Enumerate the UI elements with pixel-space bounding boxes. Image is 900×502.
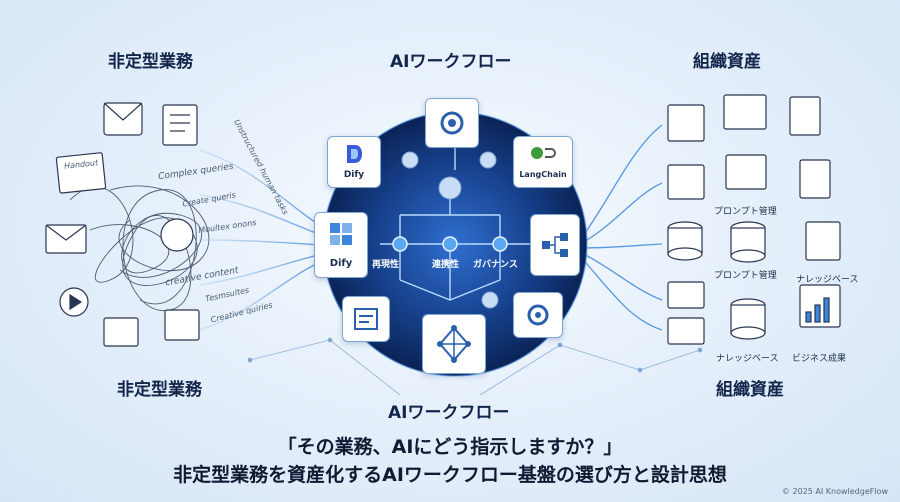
flowchart-card [530,214,580,276]
langchain-card: LangChain [513,136,573,188]
gear-card-bottom [513,292,563,338]
label-prompt-mgmt-2: プロンプト管理 [714,271,777,281]
langchain-label: LangChain [519,170,567,179]
label-collaboration: 連携性 [432,260,460,270]
dify-card-left: Dify [314,212,368,278]
form-icon [725,154,767,190]
dify-label-left: Dify [329,258,353,269]
question-icon [160,218,194,252]
dify-logo-icon [347,145,362,163]
knowledge-icon [805,221,841,261]
chaos-scribble [69,185,210,311]
document-icon [162,104,198,146]
flowchart-icon [542,233,568,257]
gear-bottom-icon [527,304,549,326]
settings-gear-icon [440,111,464,135]
note-icon [55,152,107,194]
label-business: ビジネス成果 [792,354,847,364]
report-icon [799,159,831,199]
label-knowledge-1: ナレッジベース [796,275,859,285]
file-icon [789,96,821,136]
image-icon [164,309,200,341]
flow-nodes [392,236,508,252]
label-reproducibility: 再現性 [372,260,400,270]
table-icon [667,104,705,142]
label-knowledge-2: ナレッジベース [716,354,779,364]
heading-workflow-top: AIワークフロー [390,52,512,72]
copyright: © 2025 AI KnowledgeFlow [781,487,888,496]
heading-assets-bottom: 組織資産 [716,380,784,400]
heading-workflow-bottom: AIワークフロー [388,403,510,423]
gear-icon [401,151,499,309]
cube-icon [330,223,352,245]
langchain-logo-icon [531,147,556,159]
process-icon [354,308,378,330]
dify-card-top: Dify [327,136,381,188]
list-icon [667,164,705,200]
right-flow-lines [579,124,663,331]
spreadsheet-icon [723,94,767,130]
network-icon [437,325,471,363]
title-line-1: 「その業務、AIにどう指示しますか？」 [277,436,623,458]
left-task-icons [45,102,200,347]
label-prompt-mgmt-1: プロンプト管理 [714,207,777,217]
video-icon [103,317,139,347]
heading-unstructured-bottom: 非定型業務 [117,380,202,400]
network-card [422,314,486,374]
heading-unstructured-top: 非定型業務 [108,52,193,72]
right-asset-icons [667,94,841,345]
network-lines [247,337,703,396]
label-governance: ガバナンス [473,260,518,270]
gear-card-top [425,98,479,148]
heading-assets-top: 組織資産 [693,52,761,72]
dify-label-top: Dify [343,170,365,180]
process-card [342,296,390,342]
title-line-2: 非定型業務を資産化するAIワークフロー基盤の選び方と設計思想 [173,464,727,486]
